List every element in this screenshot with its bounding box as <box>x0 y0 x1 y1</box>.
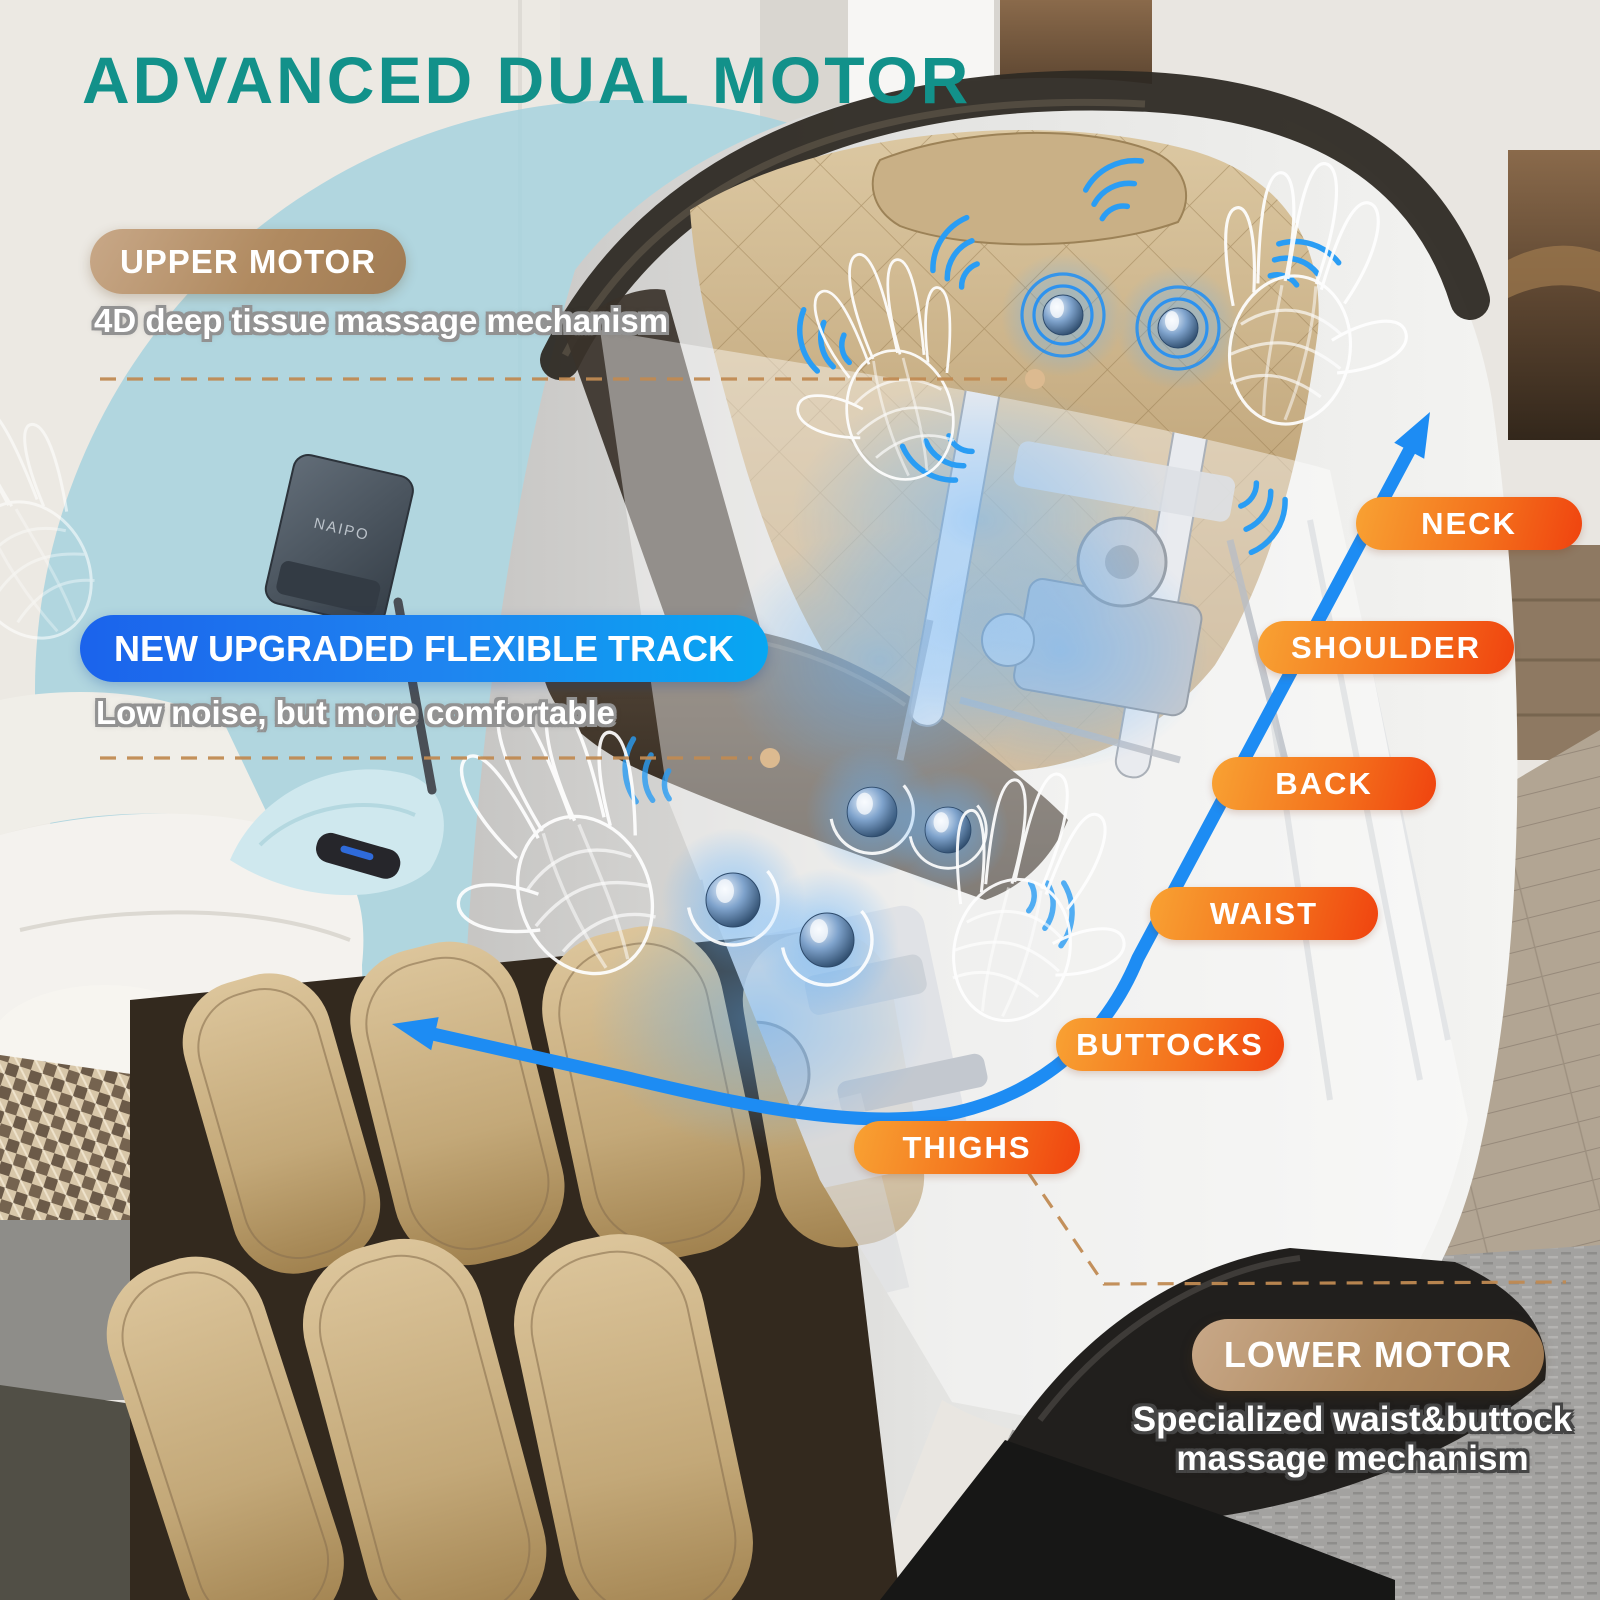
page-title: ADVANCED DUAL MOTOR <box>82 43 972 117</box>
lower-motor-description: Specialized waist&buttock massage mechan… <box>1125 1400 1580 1478</box>
wall-picture-right <box>1508 150 1600 440</box>
armrest-console <box>316 832 401 879</box>
flexible-track-label: NEW UPGRADED FLEXIBLE TRACK <box>114 627 734 669</box>
callout-connectors <box>100 377 1567 1286</box>
body-part-label-neck: NECK <box>1421 505 1517 541</box>
upper-motor-description: 4D deep tissue massage mechanism <box>94 302 669 339</box>
lower-motor-connector <box>1026 1171 1567 1286</box>
lower-motor-badge: LOWER MOTOR <box>1192 1319 1544 1391</box>
lower-motor-description-line2: massage mechanism <box>1176 1439 1529 1478</box>
headrest-pillow <box>871 132 1187 246</box>
chair-headrest-rim <box>540 70 1490 380</box>
body-part-badge-neck: NECK <box>1356 497 1582 550</box>
body-part-badge-back: BACK <box>1212 757 1436 810</box>
track-connector-dot <box>760 748 780 768</box>
base-footplate <box>880 1440 1395 1600</box>
body-part-label-thighs: THIGHS <box>902 1129 1032 1165</box>
arrow-head-down-icon <box>392 1017 439 1051</box>
body-part-label-buttocks: BUTTOCKS <box>1076 1026 1264 1062</box>
lower-motor-label: LOWER MOTOR <box>1223 1334 1513 1375</box>
upper-connector-dot <box>1025 369 1045 389</box>
body-part-label-waist: WAIST <box>1209 895 1319 931</box>
body-part-badge-waist: WAIST <box>1150 887 1378 940</box>
remote-control: NAIPO <box>264 453 437 795</box>
body-part-badge-thighs: THIGHS <box>854 1121 1080 1174</box>
upper-motor-label: UPPER MOTOR <box>119 242 377 280</box>
upper-motor-badge: UPPER MOTOR <box>90 229 406 294</box>
body-part-badge-shoulder: SHOULDER <box>1258 621 1514 674</box>
flexible-track-description: Low noise, but more comfortable <box>96 694 615 731</box>
body-part-label-back: BACK <box>1275 765 1373 801</box>
arrow-head-up-icon <box>1394 412 1430 459</box>
body-part-badge-buttocks: BUTTOCKS <box>1056 1018 1284 1071</box>
body-part-label-shoulder: SHOULDER <box>1291 629 1481 665</box>
flexible-track-badge: NEW UPGRADED FLEXIBLE TRACK <box>80 615 768 682</box>
lower-motor-description-line1: Specialized waist&buttock <box>1132 1400 1573 1439</box>
